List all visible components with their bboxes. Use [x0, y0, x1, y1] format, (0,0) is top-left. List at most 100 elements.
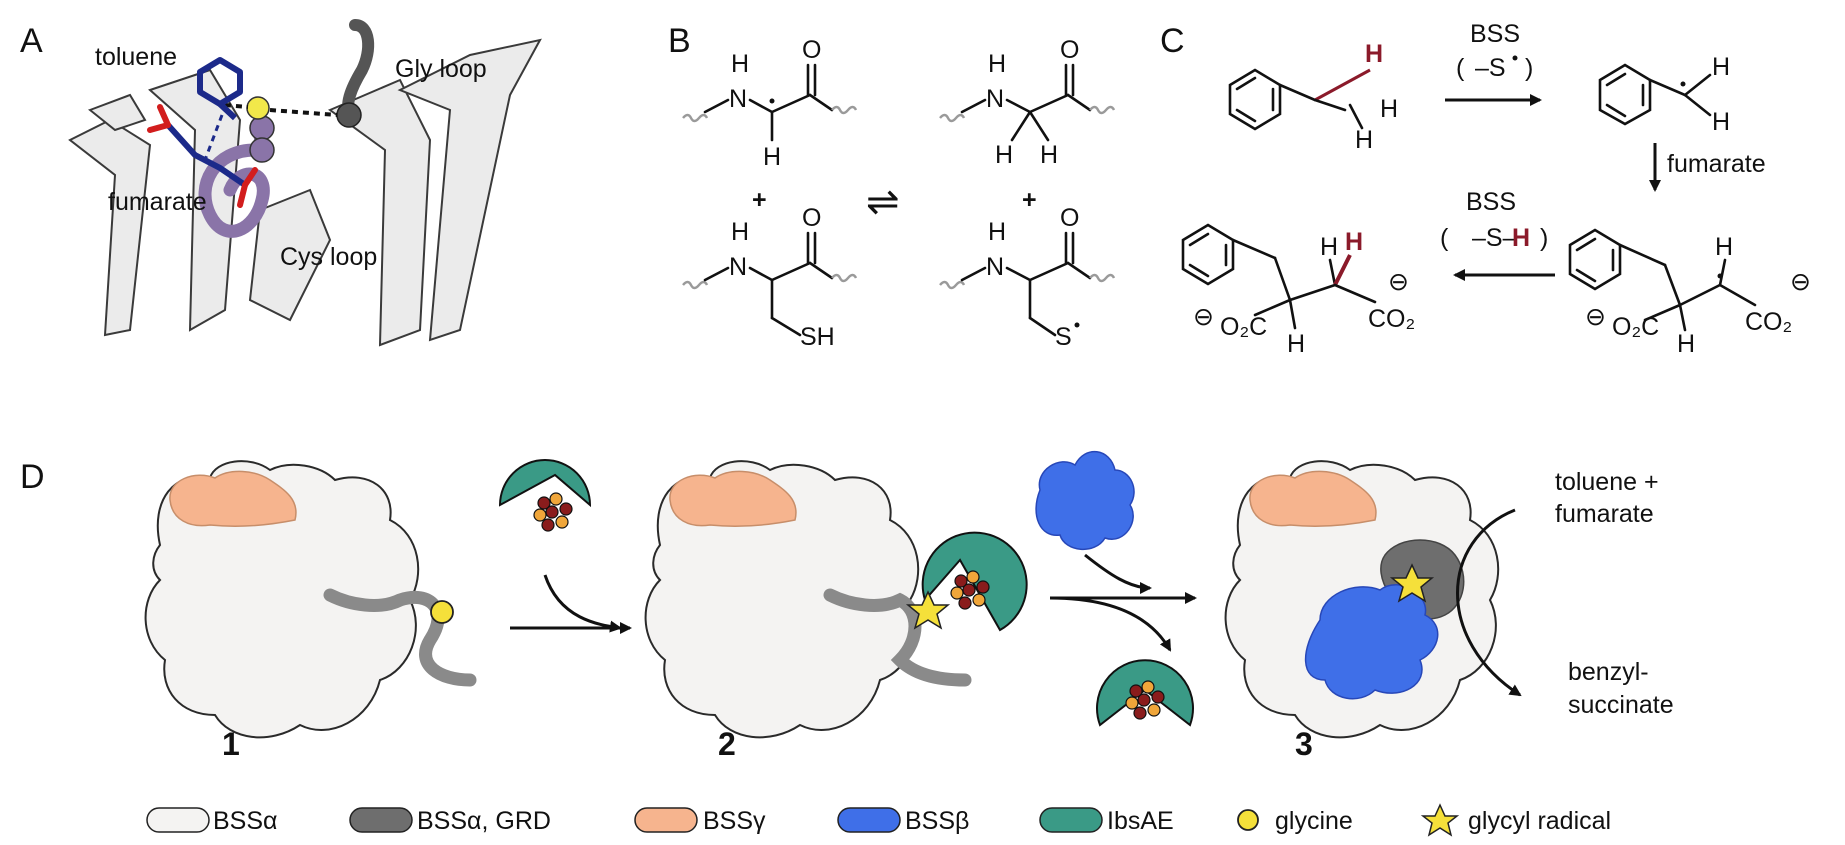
svg-text:BSS: BSS: [1470, 20, 1520, 48]
svg-text:BSS: BSS: [1466, 188, 1516, 216]
label-cys-loop: Cys loop: [280, 243, 377, 271]
svg-text:H: H: [731, 218, 749, 246]
svg-text:H: H: [1355, 126, 1373, 154]
panel-letter-a: A: [20, 22, 43, 60]
benzylsuccinate-structure: H H CO₂ ⊖ O₂C ⊖ H: [1181, 223, 1415, 358]
cysteine-thiol-structure: N H O SH: [682, 204, 858, 351]
svg-text:S: S: [1055, 323, 1072, 351]
svg-text:glycyl radical: glycyl radical: [1468, 807, 1611, 835]
equilibrium-arrows: ⇌: [866, 180, 900, 224]
glycine-icon: [1237, 809, 1259, 831]
svg-text:CO₂: CO₂: [1745, 308, 1792, 336]
legend-item: BSSγ: [634, 807, 766, 835]
svg-text:): ): [1540, 224, 1548, 252]
svg-text:+: +: [752, 186, 767, 214]
svg-text:O: O: [1060, 204, 1079, 232]
panel-letter-b: B: [668, 22, 691, 60]
legend-item: IbsAE: [1039, 807, 1174, 835]
svg-text:N: N: [986, 85, 1004, 113]
sulfur-atom: [246, 96, 270, 120]
svg-text:H: H: [988, 218, 1006, 246]
svg-text:H: H: [731, 50, 749, 78]
svg-text:): ): [1525, 54, 1533, 82]
label-substrates-line2: fumarate: [1555, 500, 1654, 528]
svg-text:O₂C: O₂C: [1612, 313, 1659, 341]
panel-d: D 1 2: [20, 450, 1674, 762]
svg-text:BSSα: BSSα: [213, 807, 277, 835]
svg-text:H: H: [1677, 330, 1695, 358]
svg-text:CO₂: CO₂: [1368, 305, 1415, 333]
panel-b: B N H O H + N H: [668, 22, 1116, 351]
cysteine-thiyl-radical-structure: N H O S: [939, 204, 1116, 351]
panel-a: A: [20, 19, 542, 347]
fumarate-molecule: [147, 104, 258, 208]
svg-text:N: N: [986, 253, 1004, 281]
svg-text:–S: –S: [1475, 54, 1506, 82]
bss-beta-subunit: [1035, 450, 1135, 551]
reaction-arrow-icon: [543, 574, 622, 633]
cys-atom: [249, 115, 275, 141]
bss-gamma-subunit: [669, 470, 797, 527]
contact-dash: [224, 103, 249, 109]
svg-text:N: N: [729, 253, 747, 281]
svg-text:IbsAE: IbsAE: [1107, 807, 1174, 835]
svg-text:(: (: [1440, 224, 1449, 252]
panel-letter-c: C: [1160, 22, 1185, 60]
svg-text:H: H: [1287, 330, 1305, 358]
svg-text:BSSγ: BSSγ: [703, 807, 766, 835]
glycine-icon: [430, 600, 454, 624]
svg-text:H: H: [1512, 224, 1530, 252]
bss-complex-state-2: 2: [644, 460, 1028, 762]
ibsae-released: [1096, 659, 1194, 727]
panel-letter-d: D: [20, 458, 45, 496]
svg-text:⊖: ⊖: [1790, 268, 1811, 296]
svg-text:O: O: [802, 36, 821, 64]
label-substrates-line1: toluene +: [1555, 468, 1659, 496]
panel-c: C H H H BSS ( –S ): [1160, 20, 1811, 358]
bss-gamma-subunit: [169, 470, 297, 527]
svg-text:H: H: [1345, 228, 1363, 256]
protein-ribbon: [68, 38, 542, 347]
glycyl-radical-star-icon: [1420, 803, 1460, 837]
benzylsuccinyl-radical-structure: H CO₂ ⊖ O₂C ⊖ H: [1568, 228, 1811, 358]
contact-dash: [203, 114, 224, 161]
benzyl-radical-structure: H H: [1598, 53, 1730, 136]
reaction-arrow-icon: [1049, 596, 1172, 652]
label-gly-loop: Gly loop: [395, 55, 487, 83]
bss-gamma-subunit: [1249, 470, 1377, 527]
label-toluene: toluene: [95, 43, 177, 71]
gly-atom: [336, 102, 362, 128]
contact-dash: [269, 108, 338, 117]
label-product-line2: succinate: [1568, 691, 1674, 719]
svg-text:H: H: [1712, 108, 1730, 136]
ibsae-activase: [498, 459, 592, 532]
state-number-2: 2: [718, 726, 736, 762]
svg-text:H: H: [995, 141, 1013, 169]
svg-text:⊖: ⊖: [1193, 303, 1214, 331]
glycyl-radical-star-icon: [905, 590, 951, 630]
svg-text:H: H: [1320, 233, 1338, 261]
svg-text:H: H: [763, 143, 781, 171]
svg-text:O: O: [802, 204, 821, 232]
svg-text:BSSβ: BSSβ: [905, 807, 969, 835]
legend-item: BSSα: [146, 807, 277, 835]
svg-text:N: N: [729, 85, 747, 113]
svg-text:–S–: –S–: [1472, 224, 1517, 252]
svg-text:H: H: [1040, 141, 1058, 169]
reaction-arrow-icon: [1084, 553, 1152, 594]
svg-text:H: H: [1715, 233, 1733, 261]
svg-text:SH: SH: [800, 323, 835, 351]
svg-text:H: H: [988, 50, 1006, 78]
bss-beta-subunit: [1304, 584, 1439, 700]
svg-text:H: H: [1380, 95, 1398, 123]
svg-text:H: H: [1365, 40, 1383, 68]
legend-item: BSSα, GRD: [349, 807, 551, 835]
cys-atom: [249, 137, 275, 163]
legend: BSSα BSSα, GRD BSSγ BSSβ IbsAE glycine g…: [146, 803, 1611, 837]
glycyl-radical-structure: N H O H: [682, 36, 858, 171]
bss-complex-state-3: 3: [1224, 460, 1500, 762]
glycine-structure: N H O H H: [939, 36, 1116, 169]
legend-item: glycyl radical: [1420, 803, 1611, 837]
state-number-3: 3: [1295, 726, 1313, 762]
